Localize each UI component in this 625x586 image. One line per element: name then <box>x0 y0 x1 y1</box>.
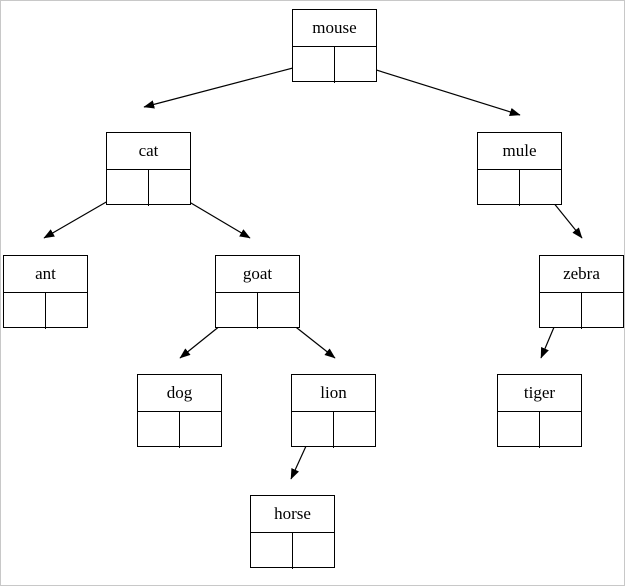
node-label-zebra: zebra <box>563 264 600 283</box>
node-left-pointer-mule[interactable] <box>478 170 520 206</box>
node-pointers-dog <box>138 411 221 448</box>
node-label-dog: dog <box>166 383 193 402</box>
node-pointers-cat <box>107 169 190 206</box>
node-right-pointer-cat[interactable] <box>149 170 191 206</box>
tree-node-lion[interactable]: lion <box>291 374 376 448</box>
tree-node-dog[interactable]: dog <box>137 374 222 448</box>
node-right-pointer-dog[interactable] <box>180 412 222 448</box>
node-right-pointer-tiger[interactable] <box>540 412 582 448</box>
node-label-tiger: tiger <box>523 383 556 402</box>
node-label-horse: horse <box>274 504 311 523</box>
node-left-pointer-tiger[interactable] <box>498 412 540 448</box>
node-right-pointer-ant[interactable] <box>46 293 88 329</box>
tree-edge-mouse-mule <box>353 62 521 116</box>
node-left-pointer-ant[interactable] <box>4 293 46 329</box>
node-pointers-goat <box>216 292 299 329</box>
node-label-goat: goat <box>242 264 273 283</box>
node-pointers-ant <box>4 292 87 329</box>
node-label-mouse: mouse <box>312 18 357 37</box>
tree-node-tiger[interactable]: tiger <box>497 374 582 448</box>
node-left-pointer-lion[interactable] <box>292 412 334 448</box>
node-label-mule: mule <box>502 141 537 160</box>
node-label-ant: ant <box>35 264 56 283</box>
node-right-pointer-mouse[interactable] <box>335 47 377 83</box>
node-right-pointer-mule[interactable] <box>520 170 562 206</box>
node-pointers-horse <box>251 532 334 569</box>
node-right-pointer-zebra[interactable] <box>582 293 624 329</box>
node-label-cat: cat <box>138 141 159 160</box>
node-left-pointer-horse[interactable] <box>251 533 293 569</box>
node-pointers-tiger <box>498 411 581 448</box>
tree-node-zebra[interactable]: zebra <box>539 255 624 329</box>
node-pointers-lion <box>292 411 375 448</box>
node-pointers-zebra <box>540 292 623 329</box>
node-left-pointer-cat[interactable] <box>107 170 149 206</box>
tree-node-mouse[interactable]: mouse <box>292 9 377 83</box>
tree-node-cat[interactable]: cat <box>106 132 191 206</box>
node-pointers-mule <box>478 169 561 206</box>
node-pointers-mouse <box>293 46 376 83</box>
node-right-pointer-goat[interactable] <box>258 293 300 329</box>
node-left-pointer-dog[interactable] <box>138 412 180 448</box>
node-right-pointer-horse[interactable] <box>293 533 335 569</box>
node-right-pointer-lion[interactable] <box>334 412 376 448</box>
node-left-pointer-zebra[interactable] <box>540 293 582 329</box>
node-label-lion: lion <box>320 383 347 402</box>
tree-edge-mouse-cat <box>143 62 313 109</box>
tree-node-goat[interactable]: goat <box>215 255 300 329</box>
tree-node-mule[interactable]: mule <box>477 132 562 206</box>
node-left-pointer-goat[interactable] <box>216 293 258 329</box>
tree-node-ant[interactable]: ant <box>3 255 88 329</box>
node-left-pointer-mouse[interactable] <box>293 47 335 83</box>
tree-node-horse[interactable]: horse <box>250 495 335 569</box>
